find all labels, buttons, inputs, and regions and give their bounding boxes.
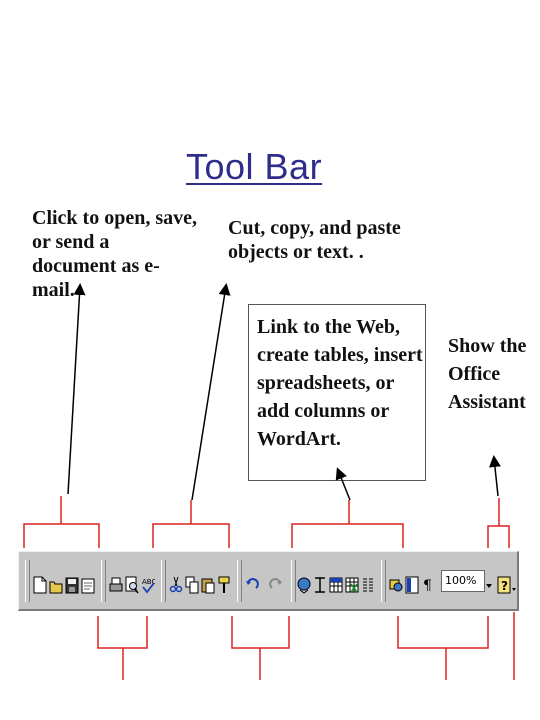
drawing-icon[interactable] <box>389 576 403 594</box>
copy-icon[interactable] <box>185 576 199 594</box>
show-hide-icon[interactable]: ¶ <box>421 576 435 594</box>
bracket-file <box>23 496 100 548</box>
hyperlink-icon[interactable] <box>297 576 311 594</box>
print-icon[interactable] <box>109 576 123 594</box>
spelling-check-icon[interactable]: ABC <box>141 576 155 594</box>
email-icon[interactable] <box>81 576 95 594</box>
bracket-print <box>97 616 148 680</box>
zoom-value: 100% <box>445 574 477 587</box>
svg-text:¶: ¶ <box>423 578 432 594</box>
arrow-open-save <box>67 283 86 495</box>
standard-toolbar: ABC ¶ 100% ? <box>18 551 519 611</box>
note-link-web: Link to the Web, create tables, insert s… <box>248 304 426 481</box>
toolbar-separator <box>381 560 386 602</box>
format-painter-icon[interactable] <box>217 576 231 594</box>
bracket-view <box>397 616 489 680</box>
new-document-icon[interactable] <box>33 576 47 594</box>
cut-icon[interactable] <box>169 576 183 594</box>
tables-borders-icon[interactable] <box>313 576 327 594</box>
bracket-edit <box>152 500 230 548</box>
bracket-undo <box>231 616 290 680</box>
zoom-dropdown-icon[interactable] <box>485 576 493 594</box>
print-preview-icon[interactable] <box>125 576 139 594</box>
toolbar-separator <box>101 560 106 602</box>
toolbar-grip[interactable] <box>25 560 30 602</box>
insert-table-icon[interactable] <box>329 576 343 594</box>
more-buttons-icon[interactable] <box>511 576 517 594</box>
note-cut-copy-paste: Cut, copy, and paste objects or text. . <box>228 217 401 263</box>
toolbar-separator <box>291 560 296 602</box>
toolbar-separator <box>161 560 166 602</box>
office-assistant-icon[interactable]: ? <box>497 576 511 594</box>
arrow-cut-copy <box>191 283 231 501</box>
arrow-assistant <box>488 455 501 497</box>
save-disk-icon[interactable] <box>65 576 79 594</box>
redo-icon[interactable] <box>269 576 283 594</box>
document-map-icon[interactable] <box>405 576 419 594</box>
toolbar-separator <box>237 560 242 602</box>
zoom-select[interactable]: 100% <box>441 570 485 592</box>
svg-text:?: ? <box>501 579 508 593</box>
bracket-assistant <box>487 498 510 548</box>
svg-text:ABC: ABC <box>142 578 155 586</box>
page-title: Tool Bar <box>186 146 323 187</box>
note-open-save-send: Click to open, save, or send a document … <box>32 207 197 301</box>
undo-icon[interactable] <box>245 576 259 594</box>
note-office-assistant: Show the Office Assistant <box>448 335 527 413</box>
bracket-insert <box>291 500 404 548</box>
insert-excel-icon[interactable] <box>345 576 359 594</box>
paste-icon[interactable] <box>201 576 215 594</box>
columns-icon[interactable] <box>361 576 375 594</box>
open-folder-icon[interactable] <box>49 576 63 594</box>
